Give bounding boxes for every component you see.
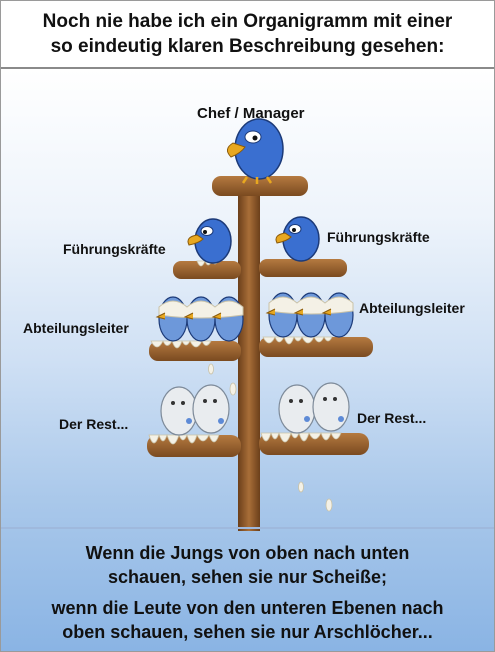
- branch-abteilung-left: [149, 341, 241, 361]
- ground-divider: [1, 527, 494, 529]
- fuehrung-bird-right: [275, 216, 320, 262]
- label-chef: Chef / Manager: [197, 105, 305, 122]
- abteilung-birds-right: [265, 292, 354, 338]
- org-chart-illustration: Chef / Manager Führungskräfte Führungskr…: [1, 69, 494, 651]
- tree-illustration: [1, 118, 494, 531]
- chef-bird: [227, 118, 284, 184]
- branch-fuehrung-right: [259, 259, 347, 277]
- label-rest-left: Der Rest...: [59, 416, 129, 432]
- label-fuehrung-right: Führungskräfte: [327, 229, 430, 245]
- header-panel: Noch nie habe ich ein Organigramm mit ei…: [1, 1, 494, 69]
- rest-birds-left: [160, 384, 230, 436]
- label-abteilung-right: Abteilungsleiter: [359, 300, 465, 316]
- rest-birds-right: [278, 382, 350, 434]
- caption-top: Wenn die Jungs von oben nach unten schau…: [85, 543, 410, 587]
- caption-bottom: wenn die Leute von den unteren Ebenen na…: [51, 598, 444, 642]
- branch-top: [212, 176, 308, 196]
- branch-fuehrung-left: [173, 261, 241, 279]
- label-abteilung-left: Abteilungsleiter: [23, 320, 129, 336]
- fuehrung-bird-left: [187, 218, 232, 264]
- label-fuehrung-left: Führungskräfte: [63, 241, 166, 257]
- abteilung-birds-left: [155, 296, 244, 342]
- trunk: [238, 194, 260, 531]
- header-title: Noch nie habe ich ein Organigramm mit ei…: [42, 11, 453, 57]
- label-rest-right: Der Rest...: [357, 410, 427, 426]
